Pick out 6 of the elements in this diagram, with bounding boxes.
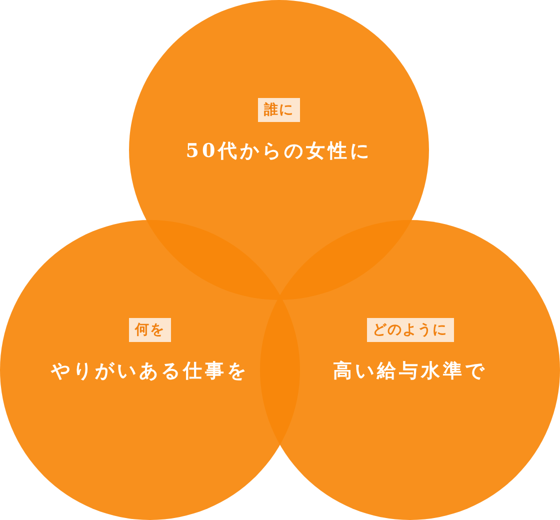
tag-label: どのように xyxy=(366,318,454,342)
tag-label: 何を xyxy=(129,318,171,342)
circle-text: やりがいある仕事を xyxy=(50,359,250,384)
circle-text: 高い給与水準で xyxy=(332,359,488,384)
circle-text: 50代からの女性に xyxy=(184,139,374,164)
tag-label: 誰に xyxy=(258,98,300,122)
